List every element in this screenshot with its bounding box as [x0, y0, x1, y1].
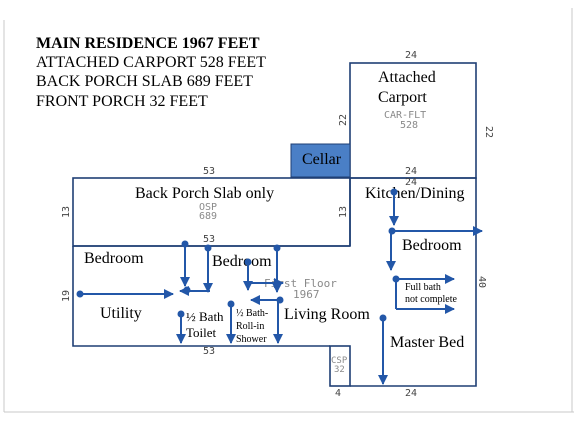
dim-main-bottom: 53 [203, 346, 215, 357]
master-bed-label: Master Bed [390, 334, 464, 351]
front-porch-outline [329, 345, 351, 387]
half-bath-shower-label-2: Roll-in [236, 321, 264, 332]
carport-label-1: Attached [378, 69, 436, 86]
dimension-labels: 24 22 22 24 24 53 13 13 53 19 40 53 24 4 [61, 50, 494, 399]
dim-carport-top: 24 [405, 50, 417, 61]
main-floor-outline [72, 245, 350, 347]
legend-front-porch: FRONT PORCH 32 FEET [36, 93, 208, 110]
path-arrows [80, 192, 483, 385]
carport-code: CAR-FLT [384, 110, 426, 121]
dim-front-bottom: 24 [405, 388, 417, 399]
room-labels: Attached Carport Back Porch Slab only Ki… [84, 69, 465, 351]
carport-label-2: Carport [378, 89, 427, 106]
page-frame [3, 8, 574, 413]
legend-carport: ATTACHED CARPORT 528 FEET [36, 54, 266, 71]
dim-kitchen-top: 24 [405, 177, 417, 188]
dim-carport-left: 22 [338, 114, 349, 126]
kitchen-outline [350, 177, 477, 387]
front-porch-code: CSP [331, 356, 348, 366]
dim-carport-right: 22 [483, 126, 494, 138]
front-porch-area: 32 [334, 365, 345, 375]
full-bath-label-1: Full bath [405, 282, 441, 293]
legend-main-residence: MAIN RESIDENCE 1967 FEET [36, 35, 260, 52]
half-bath-shower-label-3: Shower [236, 334, 267, 345]
half-bath-shower-label-1: ½ Bath- [236, 308, 268, 319]
kitchen-label: Kitchen/Dining [365, 185, 465, 202]
full-bath-label-2: not complete [405, 294, 457, 305]
cellar-box [290, 143, 351, 178]
half-bath-label-1: ½ Bath [186, 309, 224, 324]
dim-porch-top: 53 [203, 166, 215, 177]
bedroom-right-label: Bedroom [402, 237, 462, 254]
dim-main-left: 19 [61, 290, 72, 302]
dim-porch-bottom: 53 [203, 234, 215, 245]
carport-area: 528 [400, 120, 418, 131]
dim-porch-left: 13 [61, 206, 72, 218]
bedroom-middle-label: Bedroom [212, 253, 272, 270]
porch-area: 689 [199, 211, 217, 222]
cellar-label: Cellar [302, 151, 342, 168]
dim-carport-bottom: 24 [405, 166, 417, 177]
porch-code: OSP [199, 202, 217, 213]
utility-label: Utility [100, 305, 142, 322]
back-porch-label: Back Porch Slab only [135, 185, 274, 202]
dim-porch-right: 13 [338, 206, 349, 218]
living-room-label: Living Room [284, 306, 370, 323]
first-floor-area: 1967 [293, 288, 320, 301]
dim-front-porch-width: 4 [335, 388, 341, 399]
legend-back-porch: BACK PORCH SLAB 689 FEET [36, 73, 253, 90]
half-bath-label-2: Toilet [186, 325, 217, 340]
dim-right-side: 40 [476, 276, 487, 288]
bedroom-left-label: Bedroom [84, 250, 144, 267]
path-dots [76, 188, 400, 322]
walls [72, 62, 477, 387]
